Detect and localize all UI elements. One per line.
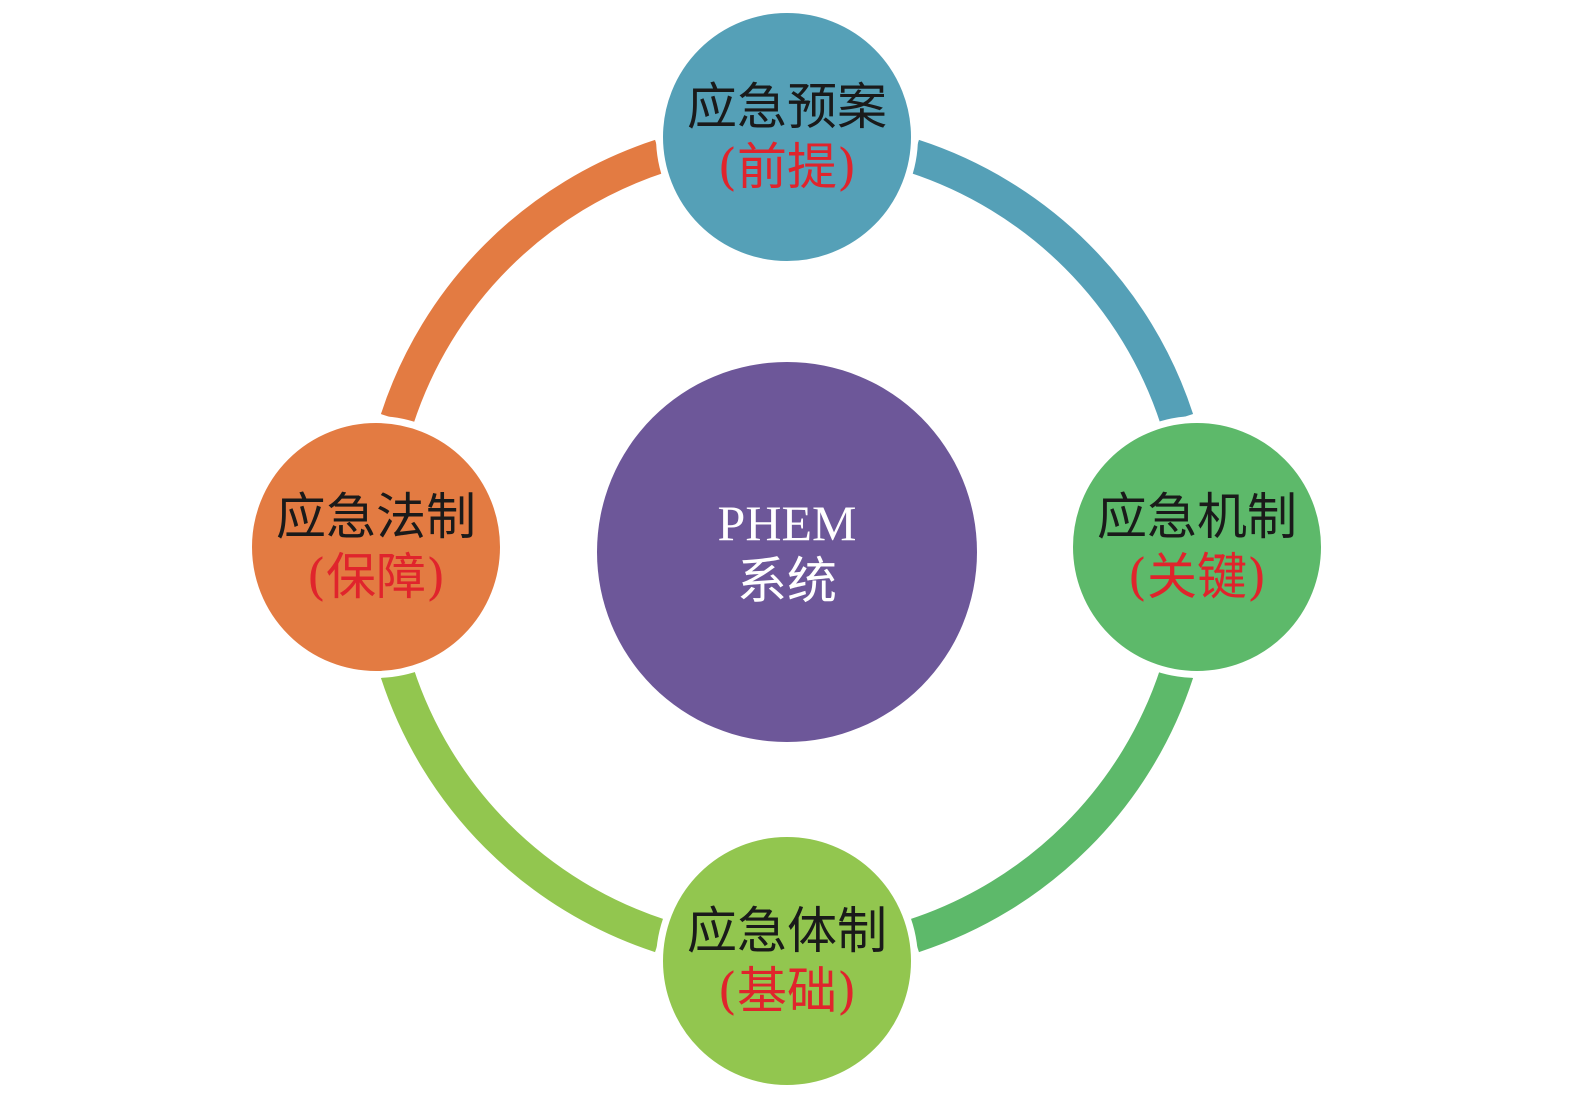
node-subtitle: (基础) [717, 962, 857, 1020]
node-title: 应急机制 [1097, 488, 1297, 546]
node-subtitle: (前提) [717, 138, 857, 196]
node-title: 应急体制 [687, 902, 887, 960]
center-label-line1: PHEM [717, 495, 857, 551]
arc-mechanism-to-system [908, 667, 1194, 953]
node-emergency-mechanism: 应急机制 (关键) [1066, 416, 1328, 678]
arc-plan-to-mechanism [908, 139, 1194, 425]
node-emergency-plan: 应急预案 (前提) [656, 6, 918, 268]
node-emergency-system: 应急体制 (基础) [656, 830, 918, 1092]
node-subtitle: (关键) [1127, 548, 1267, 606]
center-node-phem-system: PHEM 系统 [597, 362, 977, 742]
node-title: 应急法制 [276, 488, 476, 546]
node-title: 应急预案 [687, 78, 887, 136]
center-label-line2: 系统 [737, 553, 837, 609]
arc-system-to-law [380, 667, 666, 953]
node-subtitle: (保障) [306, 548, 446, 606]
node-emergency-law: 应急法制 (保障) [245, 416, 507, 678]
arc-law-to-plan [380, 139, 666, 425]
